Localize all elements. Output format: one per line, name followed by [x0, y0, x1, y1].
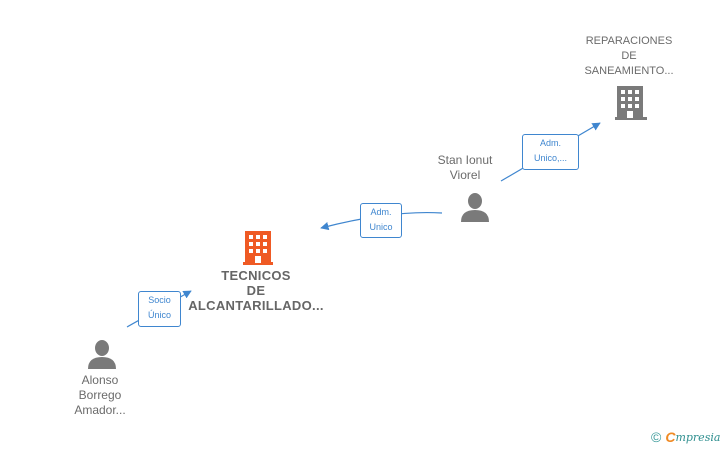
company-main-label[interactable]: TECNICOS DE ALCANTARILLADO...: [188, 268, 324, 313]
edge-label-alonso-to-main[interactable]: Socio Único: [138, 291, 181, 327]
copyright-icon: ©: [651, 429, 662, 445]
brand-name: mpresia: [675, 430, 721, 444]
person-alonso-label[interactable]: Alonso Borrego Amador...: [74, 373, 126, 417]
person-icon[interactable]: [459, 192, 491, 222]
person-stan-label[interactable]: Stan Ionut Viorel: [437, 153, 493, 182]
edge-label-stan-to-other[interactable]: Adm. Unico,...: [522, 134, 579, 170]
company-other-label[interactable]: REPARACIONES DE SANEAMIENTO...: [584, 35, 674, 77]
footer-brand[interactable]: © C mpresia: [651, 429, 720, 445]
building-icon[interactable]: [614, 84, 648, 120]
edge-label-stan-to-main[interactable]: Adm. Unico: [360, 203, 402, 238]
person-icon-alonso[interactable]: [86, 339, 118, 369]
brand-initial: C: [665, 429, 676, 445]
building-icon-main[interactable]: [242, 229, 274, 265]
